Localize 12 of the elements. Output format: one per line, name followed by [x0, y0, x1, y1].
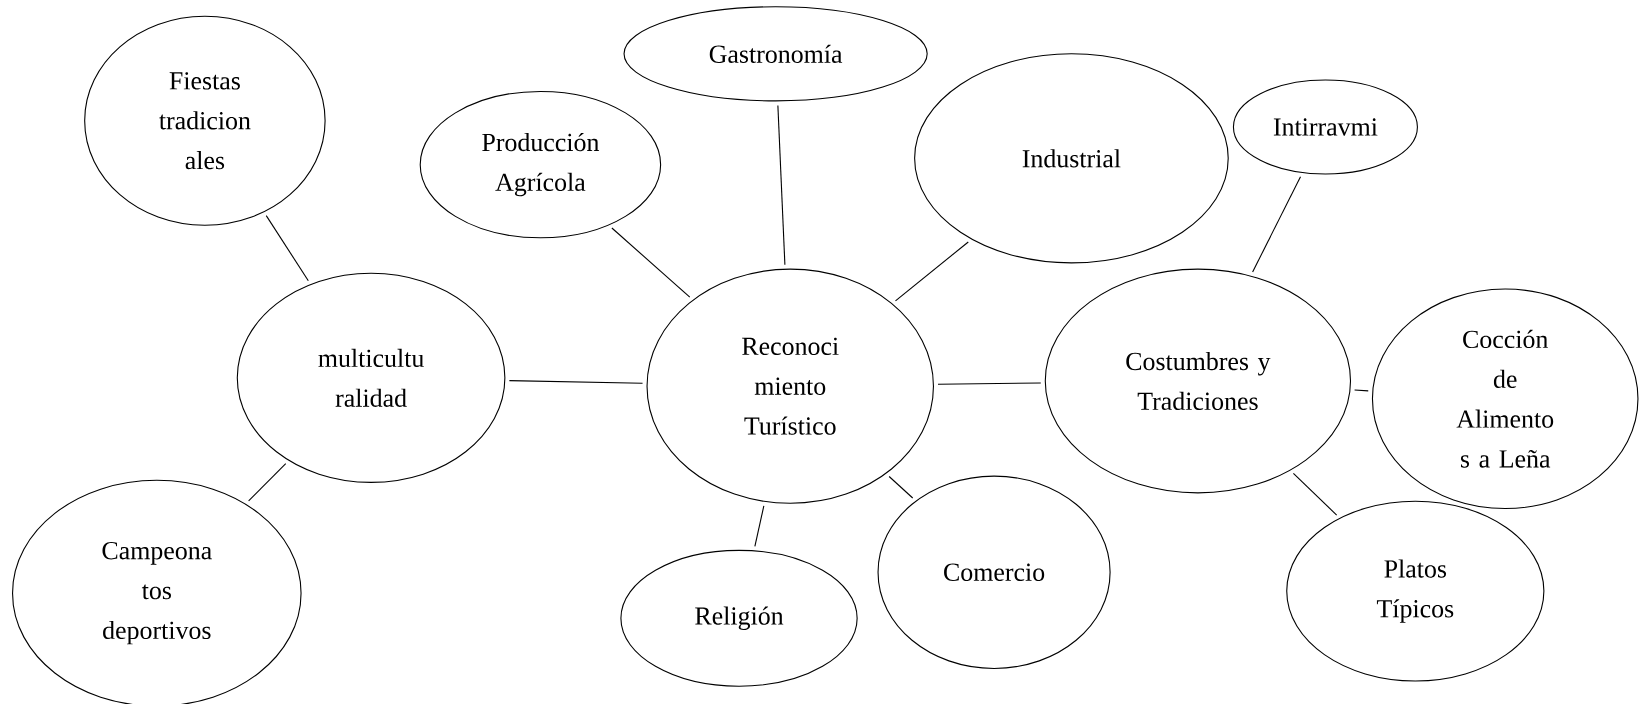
- connector-line: [1252, 176, 1302, 273]
- connector-line: [777, 104, 786, 266]
- connector-line: [611, 227, 691, 298]
- connector-line: [888, 475, 914, 499]
- connector-line: [1354, 389, 1369, 392]
- connector-line: [894, 241, 969, 302]
- connector-line: [754, 505, 765, 547]
- connector-line: [248, 463, 287, 502]
- connector-line: [1292, 472, 1338, 516]
- connector-line: [265, 215, 309, 282]
- connector-line: [937, 382, 1042, 385]
- connector-line: [508, 380, 644, 384]
